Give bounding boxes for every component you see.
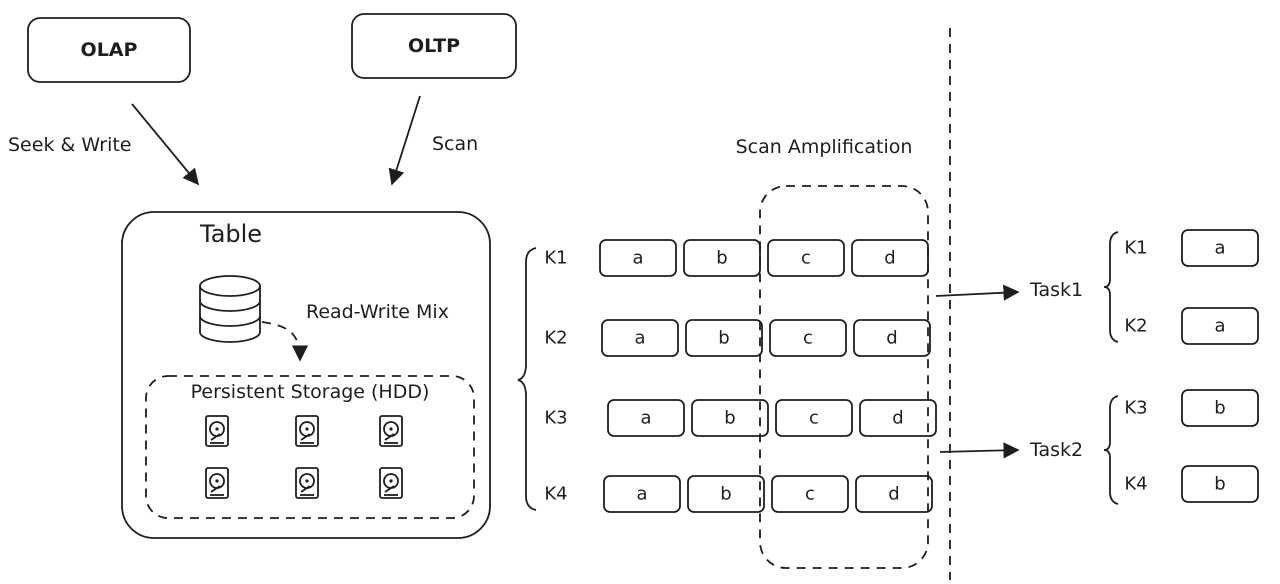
table-title: Table xyxy=(199,220,262,248)
rows-brace xyxy=(517,247,537,511)
cell-value: c xyxy=(805,484,815,505)
row-k1: K1 a b c d xyxy=(544,239,929,277)
cell-value: b xyxy=(718,328,729,349)
task-item-key: K2 xyxy=(1124,316,1147,337)
hard-disk-icon xyxy=(379,467,403,499)
scan-amplification-region: Scan Amplification xyxy=(736,136,929,569)
scan-label: Scan xyxy=(432,133,478,155)
oltp-node[interactable]: OLTP xyxy=(351,13,517,79)
database-icon xyxy=(199,275,261,343)
task-item-cell-a: a xyxy=(1181,229,1259,267)
cell-a: a xyxy=(599,239,677,277)
read-write-mix-label: Read-Write Mix xyxy=(306,301,449,323)
cell-value: d xyxy=(886,328,897,349)
cell-value: a xyxy=(634,328,645,349)
cell-d: d xyxy=(855,475,933,513)
cell-a: a xyxy=(607,399,685,437)
row-k3: K3 a b c d xyxy=(544,399,937,437)
oltp-label: OLTP xyxy=(408,35,460,57)
hard-disk-icon xyxy=(295,467,319,499)
cell-b: b xyxy=(691,399,769,437)
cell-d: d xyxy=(859,399,937,437)
task-item-cell-b: b xyxy=(1181,465,1259,503)
persistent-storage: Persistent Storage (HDD) xyxy=(145,375,475,519)
task2-arrow xyxy=(939,442,1020,459)
cell-c: c xyxy=(771,475,849,513)
task-item-value: b xyxy=(1214,474,1225,495)
cell-value: a xyxy=(636,484,647,505)
cell-a: a xyxy=(603,475,681,513)
table-container: Table xyxy=(121,211,491,539)
cell-b: b xyxy=(683,239,761,277)
cell-value: c xyxy=(801,248,811,269)
task-item-value: a xyxy=(1214,316,1225,337)
task1-arrow xyxy=(935,284,1020,301)
task-item-key: K1 xyxy=(1124,238,1147,259)
olap-node[interactable]: OLAP xyxy=(27,17,191,83)
hard-disk-icon xyxy=(295,415,319,447)
read-write-mix-arrow xyxy=(261,321,309,362)
task-label: Task1 xyxy=(1029,279,1083,301)
scan-arrow xyxy=(388,95,421,186)
cell-value: a xyxy=(640,408,651,429)
hard-disk-icon xyxy=(205,467,229,499)
cell-value: d xyxy=(888,484,899,505)
task-label: Task2 xyxy=(1029,439,1083,461)
seek-write-arrow xyxy=(131,103,200,186)
cell-a: a xyxy=(601,319,679,357)
cell-b: b xyxy=(685,319,763,357)
task-item-cell-a: a xyxy=(1181,307,1259,345)
cell-d: d xyxy=(851,239,929,277)
scan-amplification-label: Scan Amplification xyxy=(736,136,913,158)
task-item-value: a xyxy=(1214,238,1225,259)
task-item-key: K3 xyxy=(1124,398,1147,419)
cell-value: b xyxy=(720,484,731,505)
cell-value: b xyxy=(716,248,727,269)
cell-c: c xyxy=(775,399,853,437)
cell-value: c xyxy=(803,328,813,349)
storage-label: Persistent Storage (HDD) xyxy=(191,381,430,403)
task-brace xyxy=(1103,231,1119,343)
task-item-cell-b: b xyxy=(1181,389,1259,427)
cell-value: d xyxy=(884,248,895,269)
cell-value: a xyxy=(632,248,643,269)
cell-value: d xyxy=(892,408,903,429)
row-key-label: K3 xyxy=(544,408,567,429)
row-key-label: K2 xyxy=(544,328,567,349)
task-brace xyxy=(1103,395,1119,505)
cell-c: c xyxy=(767,239,845,277)
row-k4: K4 a b c d xyxy=(544,475,933,513)
hard-disk-icon xyxy=(379,415,403,447)
cell-d: d xyxy=(853,319,931,357)
cell-value: b xyxy=(724,408,735,429)
cell-value: c xyxy=(809,408,819,429)
hard-disk-icon xyxy=(205,415,229,447)
row-k2: K2 a b c d xyxy=(544,319,931,357)
seek-write-label: Seek & Write xyxy=(8,134,132,156)
row-key-label: K1 xyxy=(544,248,567,269)
cell-c: c xyxy=(769,319,847,357)
task-item-key: K4 xyxy=(1124,474,1147,495)
row-key-label: K4 xyxy=(544,484,567,505)
olap-label: OLAP xyxy=(81,39,138,61)
task-item-value: b xyxy=(1214,398,1225,419)
cell-b: b xyxy=(687,475,765,513)
